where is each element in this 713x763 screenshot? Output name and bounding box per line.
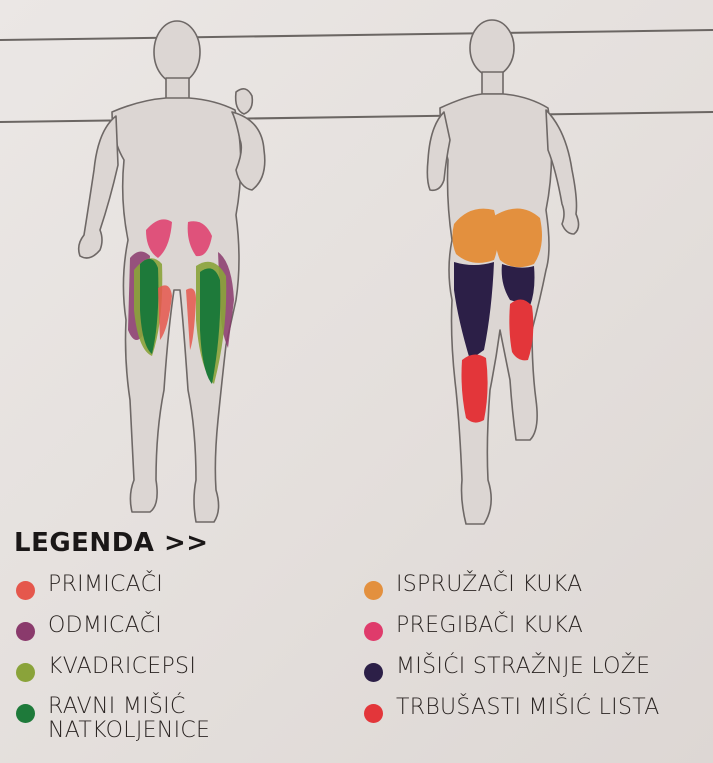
back-ispruzaci-r bbox=[494, 208, 542, 267]
legend-label-primicaci: PRIMICAČI bbox=[48, 572, 163, 598]
legend-label-ispruzaci: ISPRUŽAČI KUKA bbox=[396, 572, 583, 598]
back-head bbox=[470, 20, 514, 76]
front-left-arm bbox=[79, 116, 118, 258]
front-figure bbox=[79, 21, 265, 522]
back-trbusasti-l bbox=[462, 354, 488, 422]
legend-dot-straznje bbox=[364, 663, 383, 682]
back-trbusasti-r bbox=[509, 299, 533, 360]
legend-dot-ispruzaci bbox=[364, 581, 383, 600]
middle-line bbox=[0, 112, 713, 122]
legend-dot-odmicaci bbox=[16, 622, 35, 641]
legend-dot-pregibaci bbox=[364, 622, 383, 641]
legend-dot-trbusasti bbox=[364, 704, 383, 723]
top-line bbox=[0, 30, 713, 40]
legend-label-ravni: RAVNI MIŠIĆ NATKOLJENICE bbox=[48, 695, 268, 743]
legend-dot-ravni bbox=[16, 704, 35, 723]
legend-label-pregibaci: PREGIBAČI KUKA bbox=[396, 613, 583, 639]
legend-dot-kvadricepsi bbox=[16, 663, 35, 682]
legend-dot-primicaci bbox=[16, 581, 35, 600]
legend-label-kvadricepsi: KVADRICEPSI bbox=[48, 654, 196, 680]
legend-label-odmicaci: ODMICAČI bbox=[48, 613, 162, 639]
back-left-arm bbox=[427, 112, 450, 190]
back-body bbox=[440, 94, 552, 524]
legend-label-straznje: MIŠIĆI STRAŽNJE LOŽE bbox=[396, 654, 650, 680]
legend-title: LEGENDA >> bbox=[14, 528, 209, 558]
front-head bbox=[154, 21, 200, 83]
anatomy-figures bbox=[0, 0, 713, 540]
legend-label-trbusasti: TRBUŠASTI MIŠIĆ LISTA bbox=[396, 695, 660, 721]
